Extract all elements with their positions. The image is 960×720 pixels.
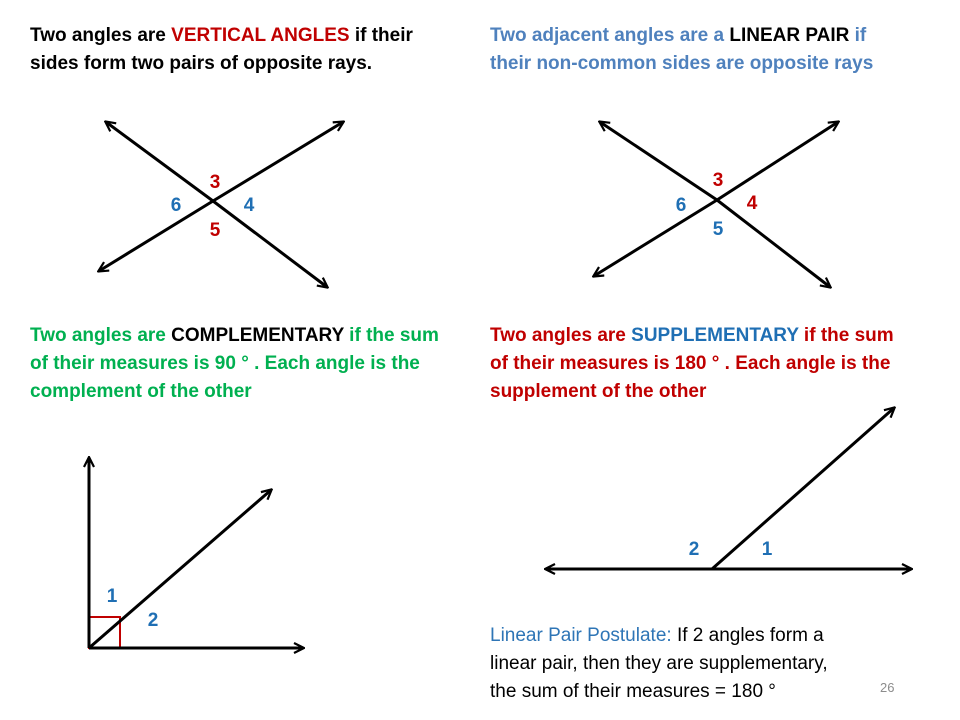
linear-pair-diagram: 3 6 4 5 bbox=[594, 122, 838, 287]
vertical-ray-line-4 bbox=[99, 199, 214, 271]
vertical-text-pre: Two angles are bbox=[30, 25, 172, 46]
vertical-ray-line-1 bbox=[106, 122, 214, 203]
supplementary-text-post: if the sum bbox=[798, 325, 894, 346]
vertical-ray-line-3 bbox=[212, 122, 343, 203]
supplementary-text-line2: of their measures is 180 ° . Each angle … bbox=[490, 353, 891, 374]
supplementary-label-1: 1 bbox=[762, 539, 773, 560]
linear-text-pre: Two adjacent angles are a bbox=[490, 25, 730, 46]
linear-ray-line-3 bbox=[716, 122, 838, 202]
linear-pair-postulate: Linear Pair Postulate: If 2 angles form … bbox=[490, 622, 828, 706]
complementary-label-1: 1 bbox=[107, 586, 118, 607]
page-number: 26 bbox=[880, 680, 895, 695]
linear-pair-term: LINEAR PAIR bbox=[729, 25, 850, 46]
complementary-text-post: if the sum bbox=[343, 325, 439, 346]
complementary-text-line2: of their measures is 90 ° . Each angle i… bbox=[30, 353, 420, 374]
complementary-text-pre: Two angles are bbox=[30, 325, 172, 346]
complementary-diagonal-ray bbox=[88, 490, 271, 650]
vertical-ray-line-2 bbox=[212, 199, 327, 287]
linear-ray-line-4 bbox=[594, 198, 718, 276]
vertical-text-line2: sides form two pairs of opposite rays. bbox=[30, 53, 373, 74]
vertical-label-5: 5 bbox=[210, 220, 221, 241]
complementary-text-line3: complement of the other bbox=[30, 381, 252, 402]
linear-text-post: if bbox=[849, 25, 867, 46]
linear-pair-definition: Two adjacent angles are a LINEAR PAIR if… bbox=[490, 22, 873, 78]
supplementary-term: SUPPLEMENTARY bbox=[631, 325, 799, 346]
complementary-definition: Two angles are COMPLEMENTARY if the sum … bbox=[30, 322, 439, 406]
complementary-term: COMPLEMENTARY bbox=[171, 325, 344, 346]
vertical-angles-definition: Two angles are VERTICAL ANGLES if their … bbox=[30, 22, 413, 78]
complementary-label-2: 2 bbox=[148, 610, 159, 631]
postulate-title: Linear Pair Postulate: bbox=[490, 625, 672, 646]
supplementary-label-2: 2 bbox=[689, 539, 700, 560]
linear-label-3: 3 bbox=[713, 170, 724, 191]
vertical-label-3: 3 bbox=[210, 172, 221, 193]
complementary-diagram: 1 2 bbox=[89, 458, 303, 648]
supplementary-text-pre: Two angles are bbox=[490, 325, 632, 346]
supplementary-text-line3: supplement of the other bbox=[490, 381, 707, 402]
postulate-line3: the sum of their measures = 180 ° bbox=[490, 681, 776, 702]
linear-ray-line-1 bbox=[600, 122, 718, 202]
supplementary-definition: Two angles are SUPPLEMENTARY if the sum … bbox=[490, 322, 894, 406]
postulate-line2: linear pair, then they are supplementary… bbox=[490, 653, 828, 674]
supplementary-diagonal-ray bbox=[711, 408, 894, 571]
linear-label-5: 5 bbox=[713, 219, 724, 240]
postulate-line1: If 2 angles form a bbox=[671, 625, 824, 646]
vertical-label-6: 6 bbox=[171, 195, 182, 216]
vertical-text-post: if their bbox=[349, 25, 413, 46]
linear-text-line2: their non-common sides are opposite rays bbox=[490, 53, 874, 74]
linear-label-6: 6 bbox=[676, 195, 687, 216]
vertical-angles-diagram: 3 6 4 5 bbox=[99, 122, 343, 287]
supplementary-diagram: 2 1 bbox=[546, 408, 911, 569]
linear-ray-line-2 bbox=[716, 198, 830, 287]
vertical-label-4: 4 bbox=[244, 195, 255, 216]
vertical-angles-term: VERTICAL ANGLES bbox=[171, 25, 350, 46]
linear-label-4: 4 bbox=[747, 193, 758, 214]
